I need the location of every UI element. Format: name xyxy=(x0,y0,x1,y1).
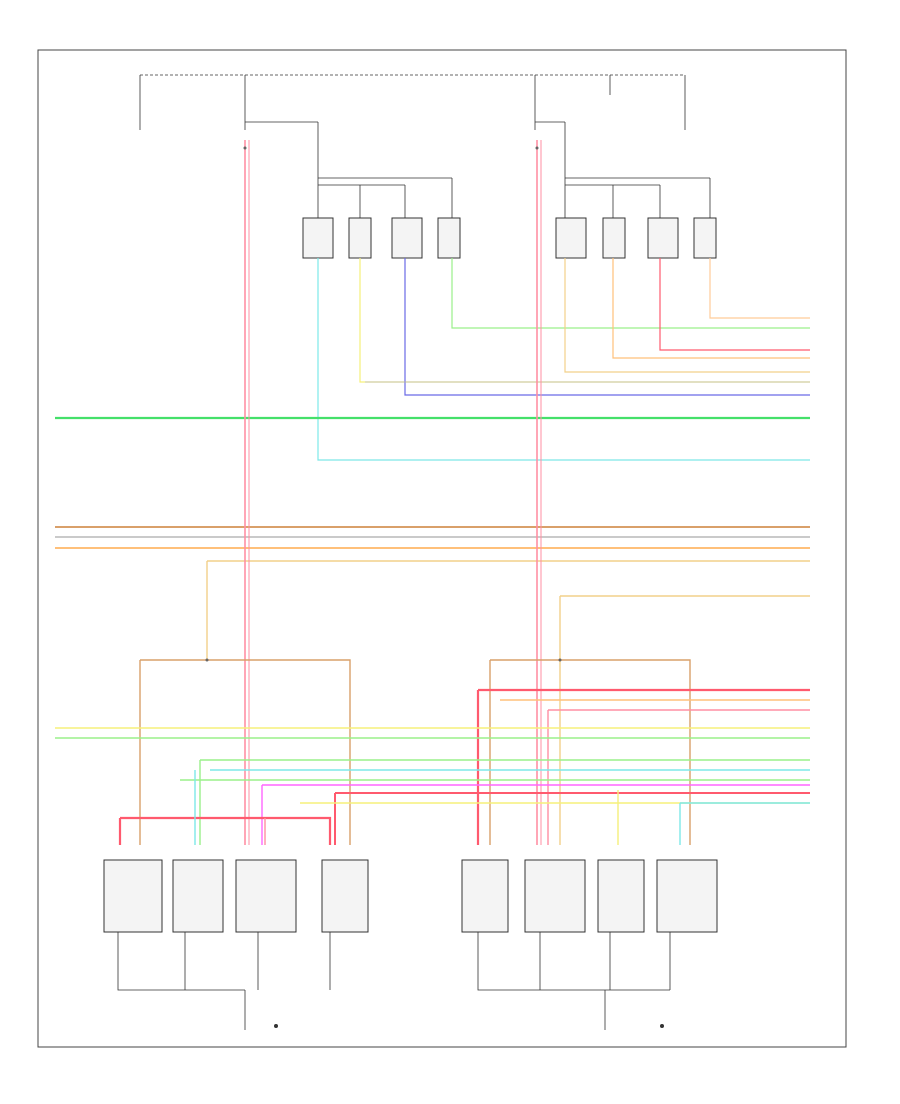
fuse-block-4 xyxy=(437,217,461,259)
ground-left xyxy=(274,1024,278,1028)
wire-brown-right-loop xyxy=(489,659,691,845)
right-fuse-group xyxy=(555,140,717,259)
switch-module-8 xyxy=(656,859,718,933)
fuse-block-5 xyxy=(555,217,587,259)
wire-red-left xyxy=(118,816,332,845)
wire-orange-1 xyxy=(612,258,810,359)
left-switch-modules xyxy=(103,859,369,1030)
wire-peach-1 xyxy=(709,258,810,319)
ground-right xyxy=(660,1024,664,1028)
fuse-block-7 xyxy=(647,217,679,259)
wire-light-green-a xyxy=(199,759,810,845)
wire-cyan-1 xyxy=(317,258,810,461)
fuse-block-2 xyxy=(348,217,372,259)
fuse-block-6 xyxy=(602,217,626,259)
connector-dots xyxy=(205,146,562,662)
switch-module-7 xyxy=(597,859,645,933)
fuse-block-3 xyxy=(391,217,423,259)
left-fuse-group xyxy=(302,140,461,259)
fuse-output-wires xyxy=(317,258,810,461)
wire-cyan-b xyxy=(679,802,810,845)
wire-tan-1 xyxy=(564,258,810,373)
wire-magenta xyxy=(261,784,810,845)
switch-module-3 xyxy=(235,859,297,933)
main-buses xyxy=(55,416,810,562)
wire-red-b xyxy=(334,792,810,845)
switch-module-5 xyxy=(461,859,509,933)
wire-red-1 xyxy=(659,258,810,351)
switch-module-1 xyxy=(103,859,163,933)
switch-module-2 xyxy=(172,859,224,933)
ground-symbols xyxy=(274,1024,664,1028)
wire-tan-right-drop xyxy=(559,595,810,845)
lower-harness xyxy=(55,561,810,845)
switch-module-4 xyxy=(321,859,369,933)
fuse-block-1 xyxy=(302,217,334,259)
wire-yellow-1 xyxy=(359,258,810,383)
diagram-frame xyxy=(37,49,847,1048)
wire-red-right xyxy=(476,688,810,845)
wire-brown-left-loop xyxy=(139,659,351,845)
wire-pink-right-bus xyxy=(547,709,810,845)
wire-green-1 xyxy=(451,258,810,329)
wire-blue-1 xyxy=(404,258,810,396)
right-switch-modules xyxy=(461,859,718,1030)
top-power-bus xyxy=(139,74,686,140)
fuse-block-8 xyxy=(693,217,717,259)
switch-module-6 xyxy=(524,859,586,933)
